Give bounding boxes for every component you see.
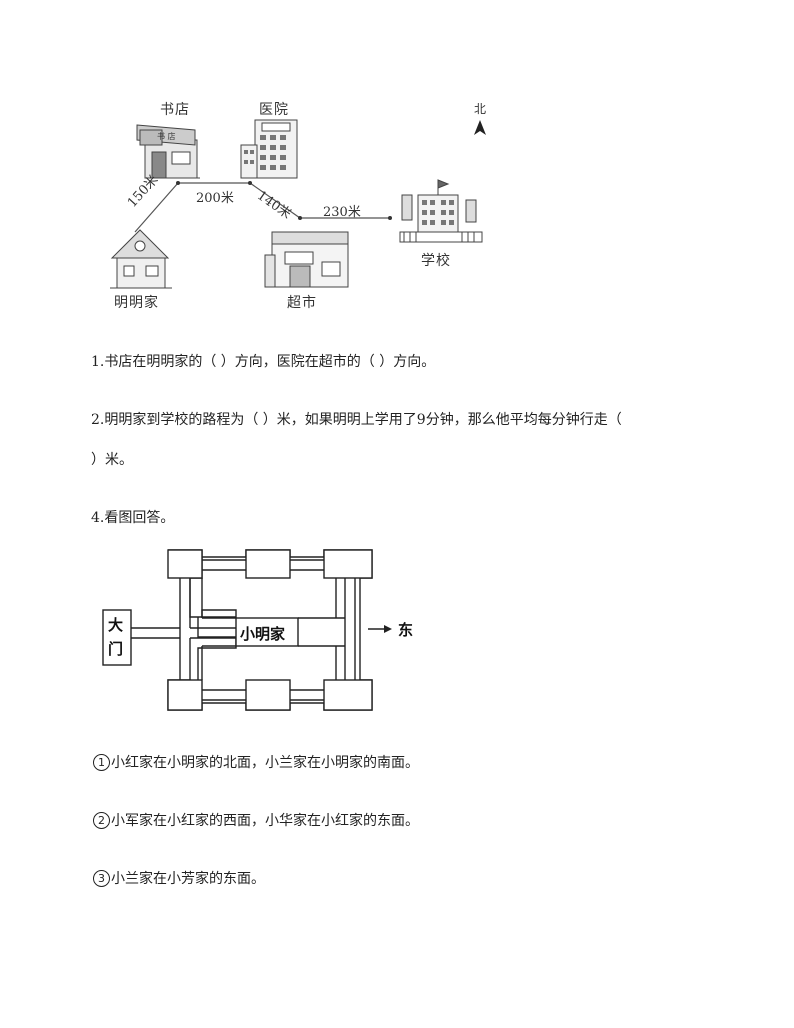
hospital-building xyxy=(240,119,298,179)
roads xyxy=(131,559,356,701)
bookstore-building xyxy=(136,124,200,179)
bookstore-sign: 书 店 xyxy=(157,132,176,141)
school-building xyxy=(399,179,483,243)
east-arrow-icon xyxy=(368,625,392,633)
home-building xyxy=(110,229,172,289)
question-2-line1: 2.明明家到学校的路程为（ ）米，如果明明上学用了9分钟，那么他平均每分钟行走（ xyxy=(91,412,622,428)
statement-number: 2 xyxy=(93,812,110,829)
label-bookstore: 书店 xyxy=(160,102,190,118)
question-1: 1.书店在明明家的（ ）方向，医院在超市的（ ）方向。 xyxy=(91,354,436,370)
question-2-line2: ）米。 xyxy=(91,452,133,468)
label-home: 明明家 xyxy=(114,295,159,311)
statement-number: 1 xyxy=(93,754,110,771)
map-drawing xyxy=(110,119,486,289)
statement-text: 小兰家在小芳家的东面。 xyxy=(111,871,265,887)
gate-label-line2: 门 xyxy=(108,640,124,658)
label-supermarket: 超市 xyxy=(287,295,317,311)
question-4: 4.看图回答。 xyxy=(91,510,175,526)
label-north: 北 xyxy=(474,102,488,116)
north-arrow-icon xyxy=(474,120,486,135)
gate-label-line1: 大 xyxy=(108,616,124,634)
statement-text: 小红家在小明家的北面，小兰家在小明家的南面。 xyxy=(111,755,419,771)
label-school: 学校 xyxy=(421,253,451,269)
distance-200: 200米 xyxy=(196,191,234,206)
distance-230: 230米 xyxy=(323,205,361,220)
route-dots xyxy=(176,181,392,220)
statement-number: 3 xyxy=(93,870,110,887)
east-label: 东 xyxy=(398,621,414,639)
road-diagram-drawing xyxy=(102,549,392,711)
map-figure: 书店 医院 明明家 超市 学校 北 书 店 150米 200米 140米 230… xyxy=(0,0,794,320)
label-hospital: 医院 xyxy=(259,102,289,118)
supermarket-building xyxy=(264,231,349,288)
statement-text: 小军家在小红家的西面，小华家在小红家的东面。 xyxy=(111,813,419,829)
road-blocks xyxy=(102,549,373,711)
xiaoming-home-label: 小明家 xyxy=(240,625,286,643)
road-diagram: 大 门 小明家 东 xyxy=(0,540,794,720)
route-lines xyxy=(134,182,390,233)
